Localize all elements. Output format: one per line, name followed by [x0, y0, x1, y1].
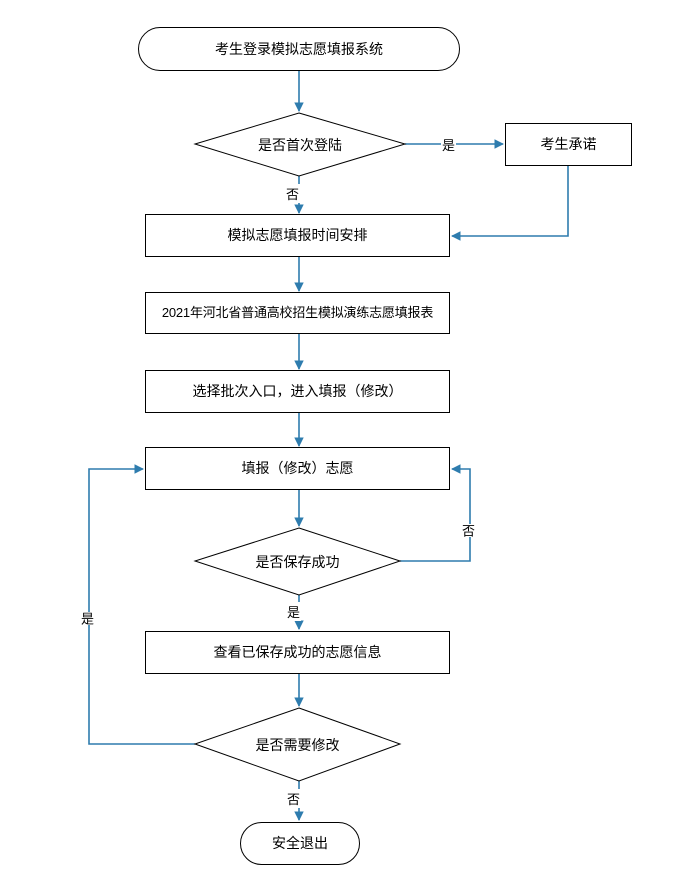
edge-label-save-success-yes: 是	[286, 602, 302, 621]
edge-need-modify-yes-loop	[88, 464, 195, 745]
node-schedule[interactable]: 模拟志愿填报时间安排	[145, 214, 450, 257]
node-first-login-label: 是否首次登陆	[258, 136, 342, 153]
edge-label-first-login-no: 否	[285, 184, 301, 203]
decision-shape-need-modify	[193, 707, 402, 782]
edge-save-success-no-loop	[400, 464, 471, 562]
node-fill-volunteer[interactable]: 填报（修改）志愿	[145, 447, 450, 490]
node-view-saved-label: 查看已保存成功的志愿信息	[213, 644, 382, 661]
node-fill-volunteer-label: 填报（修改）志愿	[241, 460, 354, 477]
node-select-batch[interactable]: 选择批次入口，进入填报（修改）	[145, 370, 450, 413]
node-select-batch-label: 选择批次入口，进入填报（修改）	[192, 383, 403, 400]
node-view-saved[interactable]: 查看已保存成功的志愿信息	[145, 631, 450, 674]
edge-label-save-success-no: 否	[457, 524, 478, 537]
node-start[interactable]: 考生登录模拟志愿填报系统	[138, 27, 460, 71]
node-save-success-label: 是否保存成功	[255, 553, 340, 570]
node-schedule-label: 模拟志愿填报时间安排	[227, 227, 368, 244]
node-first-login[interactable]: 是否首次登陆	[195, 113, 405, 176]
edge-label-need-modify-no: 否	[286, 789, 302, 808]
node-save-success[interactable]: 是否保存成功	[195, 528, 400, 595]
node-form-label: 2021年河北省普通高校招生模拟演练志愿填报表	[161, 304, 434, 320]
node-start-label: 考生登录模拟志愿填报系统	[215, 40, 383, 57]
decision-shape-save-success	[193, 527, 402, 596]
node-need-modify[interactable]: 是否需要修改	[195, 708, 400, 781]
node-promise-label: 考生承诺	[540, 136, 597, 153]
edge-label-first-login-yes: 是	[441, 135, 457, 154]
node-promise[interactable]: 考生承诺	[505, 123, 632, 166]
decision-shape-first-login	[193, 112, 407, 177]
edge-promise-to-schedule	[451, 166, 569, 241]
node-exit[interactable]: 安全退出	[240, 822, 360, 865]
node-exit-label: 安全退出	[272, 835, 328, 852]
node-form[interactable]: 2021年河北省普通高校招生模拟演练志愿填报表	[145, 292, 450, 334]
node-need-modify-label: 是否需要修改	[255, 736, 340, 753]
edge-label-need-modify-yes: 是	[76, 612, 97, 625]
